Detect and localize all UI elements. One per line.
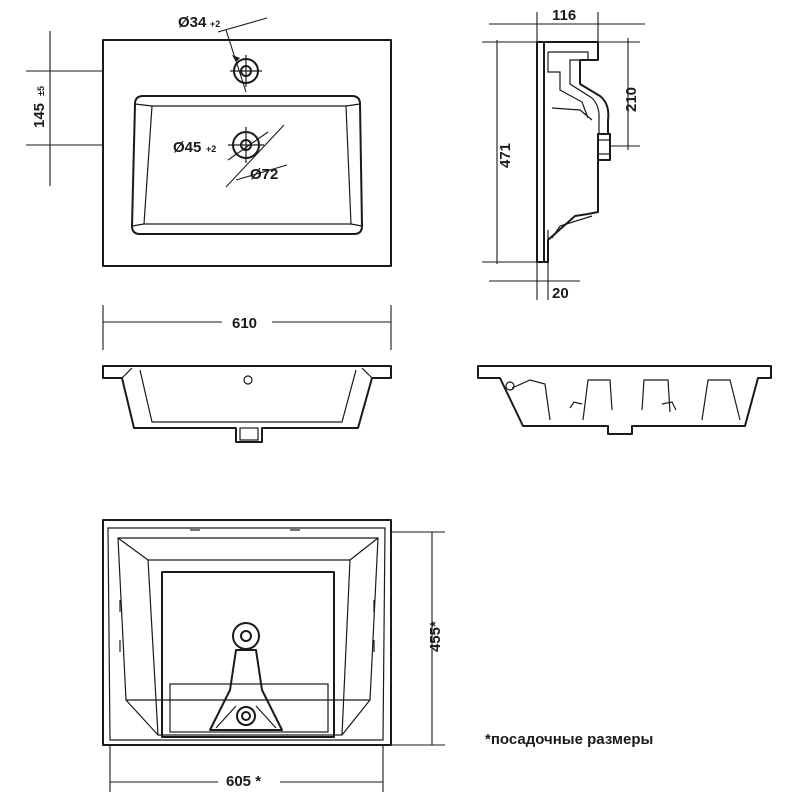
front-section-view (102, 365, 392, 443)
tap-offset-dimension: 145 ±5 (26, 31, 103, 186)
tap-offset-label: 145 (31, 103, 48, 128)
drain-hole-tolerance-label: +2 (206, 144, 216, 154)
bottom-view (102, 519, 392, 746)
footnote: *посадочные размеры (485, 731, 653, 748)
side-drain-height-label: 210 (623, 87, 640, 112)
top-view-outline (102, 39, 392, 267)
side-view (536, 41, 611, 263)
side-depth-dimension: 116 (489, 7, 645, 42)
side-height-label: 471 (497, 143, 514, 168)
top-view-bowl-outer (131, 95, 363, 235)
overall-width-label: 610 (232, 315, 257, 332)
tap-hole-diameter-label: Ø34 (178, 14, 207, 31)
mounting-depth-dimension: 455* (391, 531, 445, 746)
top-view (102, 17, 392, 267)
drain-hole-diameter-label: Ø45 (173, 139, 201, 156)
side-section-view (477, 365, 772, 435)
side-height-dimension: 471 (482, 40, 537, 264)
side-rim-thickness-dimension: 20 (489, 262, 580, 302)
side-depth-label: 116 (552, 7, 576, 24)
overall-width-dimension: 610 (102, 305, 392, 350)
mounting-width-label: 605 * (226, 773, 261, 790)
mounting-width-dimension: 605 * (109, 745, 384, 792)
tap-hole-tolerance-label: +2 (210, 19, 220, 29)
side-drain-height-dimension: 210 (598, 38, 640, 150)
mounting-depth-label: 455* (427, 621, 444, 652)
top-view-bowl-inner (143, 105, 352, 225)
tap-offset-tolerance-label: ±5 (36, 86, 46, 96)
side-rim-thickness-label: 20 (552, 285, 569, 302)
drain-outer-diameter-label: Ø72 (250, 166, 278, 183)
